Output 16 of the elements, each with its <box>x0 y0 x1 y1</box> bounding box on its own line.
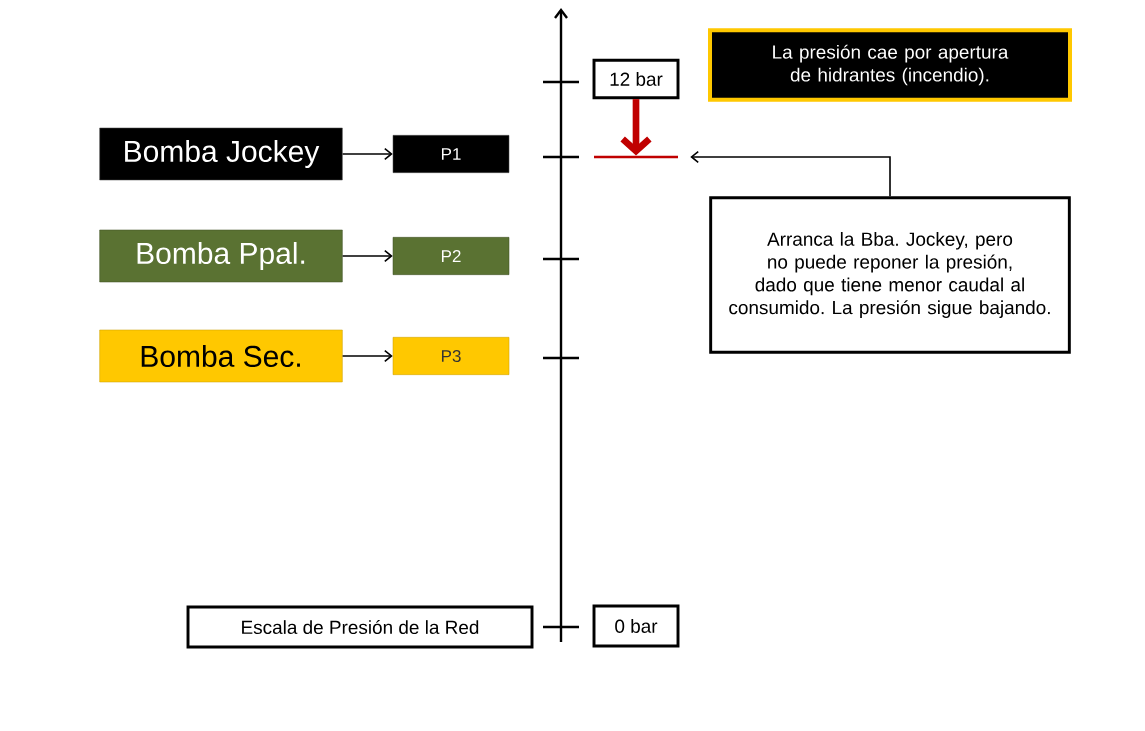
pressure-level-line <box>594 155 678 159</box>
pump-box: Bomba Jockey <box>99 127 343 181</box>
pressure-box: P1 <box>392 135 510 173</box>
note-box: La presión cae por apertura de hidrantes (incendio). <box>708 28 1072 102</box>
value-box: 12 bar <box>592 58 680 100</box>
scale-label-box: Escala de Presión de la Red <box>186 605 534 649</box>
arrow <box>341 147 393 161</box>
value-box: 0 bar <box>592 604 680 648</box>
arrow <box>341 249 393 263</box>
pump-box: Bomba Ppal. <box>99 229 343 283</box>
pressure-box: P3 <box>392 337 510 375</box>
pump-box: Bomba Sec. <box>99 329 343 383</box>
arrow <box>341 349 393 363</box>
note-box: Arranca la Bba. Jockey, pero no puede reponer la presión, dado que tiene menor caudal al consumido. La presión sigue bajando. <box>709 196 1071 354</box>
arrow <box>690 150 891 197</box>
pressure-box: P2 <box>392 237 510 275</box>
